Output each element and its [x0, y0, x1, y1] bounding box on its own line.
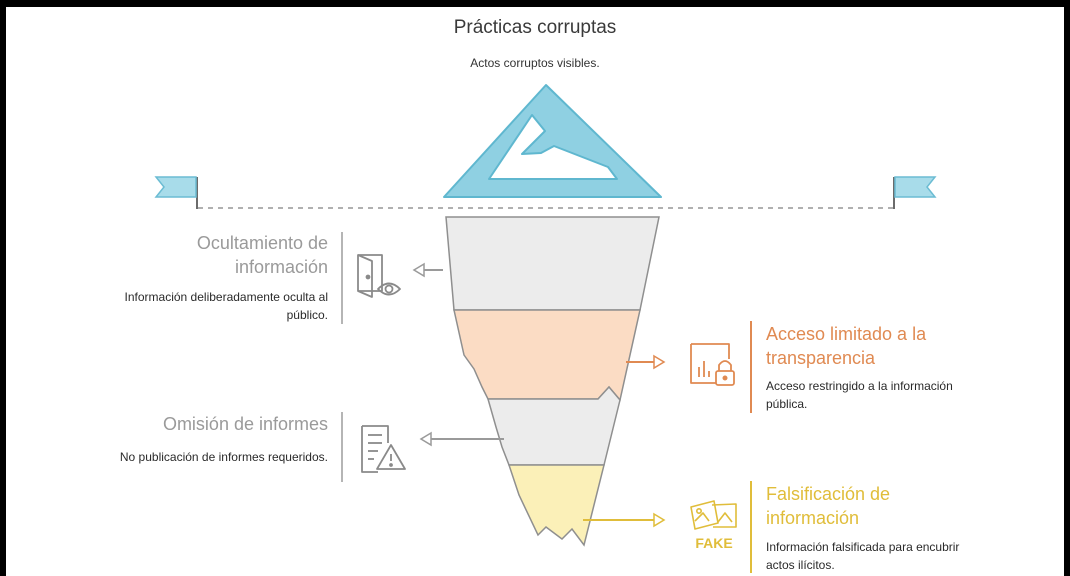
item-omision-title: Omisión de informes: [162, 414, 328, 434]
item-omision-divider: [341, 412, 343, 482]
arrow-falsificacion: [583, 512, 666, 528]
layer-gray-bottom: [487, 385, 621, 466]
item-ocultamiento-title: Ocultamiento de información: [196, 233, 328, 277]
mountain-icon: [443, 84, 662, 198]
arrow-ocultamiento: [412, 262, 443, 278]
document-warning-icon: [361, 425, 406, 473]
item-omision-description: No publicación de informes requeridos.: [119, 450, 328, 464]
right-flag-icon: [893, 176, 937, 209]
layer-orange: [453, 309, 641, 402]
door-eye-icon: [357, 254, 401, 298]
left-flag-icon: [154, 176, 198, 209]
layer-yellow: [507, 464, 605, 547]
layer-gray-top: [445, 216, 660, 311]
iceberg-diagram: FAKE: [154, 84, 937, 551]
chart-lock-icon: [690, 343, 735, 386]
item-acceso-title: Acceso limitado a la transparencia: [766, 324, 927, 368]
fake-label: FAKE: [695, 535, 732, 551]
item-falsificacion-title: Falsificación de información: [766, 484, 891, 528]
item-ocultamiento-description: Información deliberadamente oculta al pú…: [124, 290, 328, 322]
item-ocultamiento-divider: [341, 232, 343, 324]
item-acceso-description: Acceso restringido a la información públ…: [766, 379, 953, 411]
page-subtitle: Actos corruptos visibles.: [470, 56, 600, 70]
item-falsificacion-divider: [750, 481, 752, 573]
arrow-omision: [419, 431, 504, 447]
item-acceso-divider: [750, 321, 752, 413]
iceberg-infographic: FAKE Prácticas corruptas Actos corruptos…: [6, 7, 1064, 576]
item-falsificacion-description: Información falsificada para encubrir ac…: [766, 540, 960, 572]
fake-photos-icon: FAKE: [690, 500, 737, 551]
arrow-acceso: [626, 354, 666, 370]
page-title: Prácticas corruptas: [453, 17, 617, 38]
